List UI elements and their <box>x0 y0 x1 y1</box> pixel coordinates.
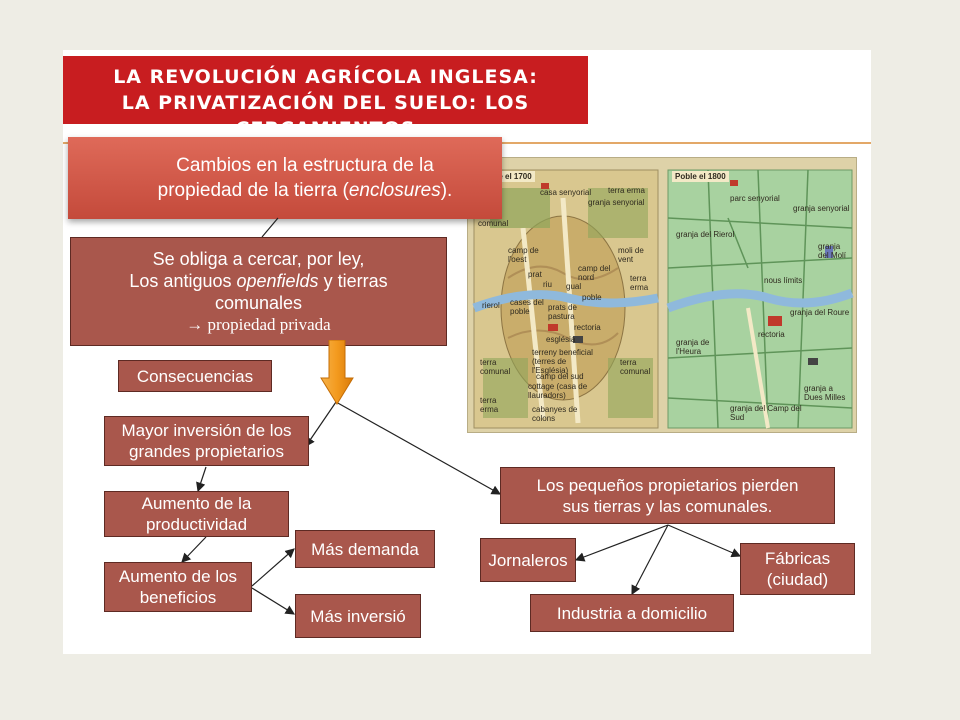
obliga-line2-post: y tierras <box>318 270 388 291</box>
fabricas-line1: Fábricas <box>764 549 831 568</box>
connector-to-demanda <box>251 548 295 587</box>
slide-title: LA REVOLUCIÓN AGRÍCOLA INGLESA: LA PRIVA… <box>63 56 588 140</box>
mayor-inversion-box: Mayor inversión de los grandes propietar… <box>104 416 309 466</box>
obliga-line1: Se obliga a cercar, por ley, <box>152 248 365 269</box>
connector-to-inversion <box>251 587 296 615</box>
aumento-beneficios-box: Aumento de los beneficios <box>104 562 252 612</box>
consecuencias-label: Consecuencias <box>136 366 254 386</box>
map-label: església <box>546 335 576 344</box>
intro-line2-pre: propiedad de la tierra ( <box>157 180 349 201</box>
pequenos-propietarios-box: Los pequeños propietarios pierden sus ti… <box>500 467 835 524</box>
map-illustration: Poble el 1700 Poble el 1800 casa senyori… <box>467 157 857 433</box>
map-tag-1800: Poble el 1800 <box>672 171 729 182</box>
connector-intro-obliga <box>261 217 279 238</box>
map-label: terra erma <box>608 186 645 195</box>
connector-to-fabricas <box>667 524 742 558</box>
aumento-productividad-line1: Aumento de la <box>141 494 252 513</box>
map-label: granja del Rierol <box>676 230 735 239</box>
intro-line1: Cambios en la estructura de la <box>176 155 434 176</box>
mas-demanda-label: Más demanda <box>311 539 419 559</box>
map-label: riu <box>543 280 552 289</box>
map-label: terra erma <box>480 396 499 414</box>
slide-title-line2: LA PRIVATIZACIÓN DEL SUELO: LOS CERCAMIE… <box>121 92 530 140</box>
map-label: gual <box>566 282 582 291</box>
map-label: granja senyorial <box>793 204 850 213</box>
map-drawing <box>472 169 854 429</box>
connector-to-mayor <box>305 401 337 447</box>
obliga-line4: → propiedad privada <box>186 314 331 334</box>
consecuencias-box: Consecuencias <box>118 360 272 392</box>
intro-line2: propiedad de la tierra (enclosures). <box>158 178 453 203</box>
intro-line2-post: ). <box>440 180 453 201</box>
map-tag-1700: Poble el 1700 <box>478 171 535 182</box>
map-label: camp de l'oest <box>508 246 539 264</box>
obliga-line3: comunales <box>214 292 303 313</box>
jornaleros-box: Jornaleros <box>480 538 576 582</box>
fabricas-line2: (ciudad) <box>766 570 829 589</box>
map-label: granja a Dues Milles <box>804 384 846 402</box>
obliga-line2-pre: Los antiguos <box>129 270 237 291</box>
mayor-inversion-line2: grandes propietarios <box>129 442 284 461</box>
industria-domicilio-box: Industria a domicilio <box>530 594 734 632</box>
connector-to-jornaleros <box>574 524 669 562</box>
intro-line2-em: enclosures <box>348 180 441 201</box>
connector-to-productividad <box>196 466 207 493</box>
connector-to-industria <box>631 524 669 596</box>
map-label: granja del Molí <box>818 242 847 260</box>
slide-title-line1: LA REVOLUCIÓN AGRÍCOLA INGLESA: <box>113 66 538 88</box>
fabricas-box: Fábricas (ciudad) <box>740 543 855 595</box>
map-label: casa senyorial <box>540 188 592 197</box>
arrow-down-icon <box>320 340 354 405</box>
pequenos-line2: sus tierras y las comunales. <box>562 496 773 516</box>
map-label: cases del poble <box>510 298 544 316</box>
map-label: rierol <box>482 301 500 310</box>
mas-demanda-box: Más demanda <box>295 530 435 568</box>
map-label: poble <box>582 293 602 302</box>
map-label: cottage (casa de llauradors) <box>528 382 588 400</box>
connector-to-beneficios <box>181 536 207 563</box>
obliga-box: Se obliga a cercar, por ley, Los antiguo… <box>70 237 447 346</box>
map-label: granja del Roure <box>790 308 850 317</box>
industria-label: Industria a domicilio <box>556 603 708 623</box>
mas-inversion-box: Más inversió <box>295 594 421 638</box>
map-label: cabanyes de colons <box>532 405 578 423</box>
aumento-beneficios-line1: Aumento de los <box>118 567 238 586</box>
map-label: rectoria <box>574 323 601 332</box>
map-label: granja de l'Heura <box>676 338 710 356</box>
map-label: parc senyorial <box>730 194 780 203</box>
connector-to-pequenos <box>335 401 502 495</box>
map-label: nous límits <box>764 276 803 285</box>
map-label: rectoria <box>758 330 785 339</box>
aumento-productividad-box: Aumento de la productividad <box>104 491 289 537</box>
obliga-line2-em: openfields <box>236 270 319 291</box>
map-label: terreny beneficial (terres de l'Església… <box>532 348 593 375</box>
map-label: granja senyorial <box>588 198 645 207</box>
map-label: terra comunal <box>620 358 651 376</box>
map-label: granja del Camp del Sud <box>730 404 802 422</box>
map-label: prat <box>528 270 542 279</box>
aumento-beneficios-line2: beneficios <box>139 588 217 607</box>
map-label: terra erma <box>630 274 649 292</box>
pequenos-line1: Los pequeños propietarios pierden <box>536 475 799 495</box>
jornaleros-label: Jornaleros <box>488 550 568 570</box>
obliga-line2: Los antiguos openfields y tierras <box>129 270 387 292</box>
intro-box: Cambios en la estructura de la propiedad… <box>68 137 502 219</box>
map-label: camp del nord <box>578 264 611 282</box>
aumento-productividad-line2: productividad <box>145 515 248 534</box>
map-label: prats de pastura <box>548 303 577 321</box>
map-label: moli de vent <box>618 246 644 264</box>
map-label: terra comunal <box>480 358 511 376</box>
mayor-inversion-line1: Mayor inversión de los <box>121 421 292 440</box>
mas-inversion-label: Más inversió <box>310 606 406 626</box>
map-label: camp del sud <box>536 372 584 381</box>
